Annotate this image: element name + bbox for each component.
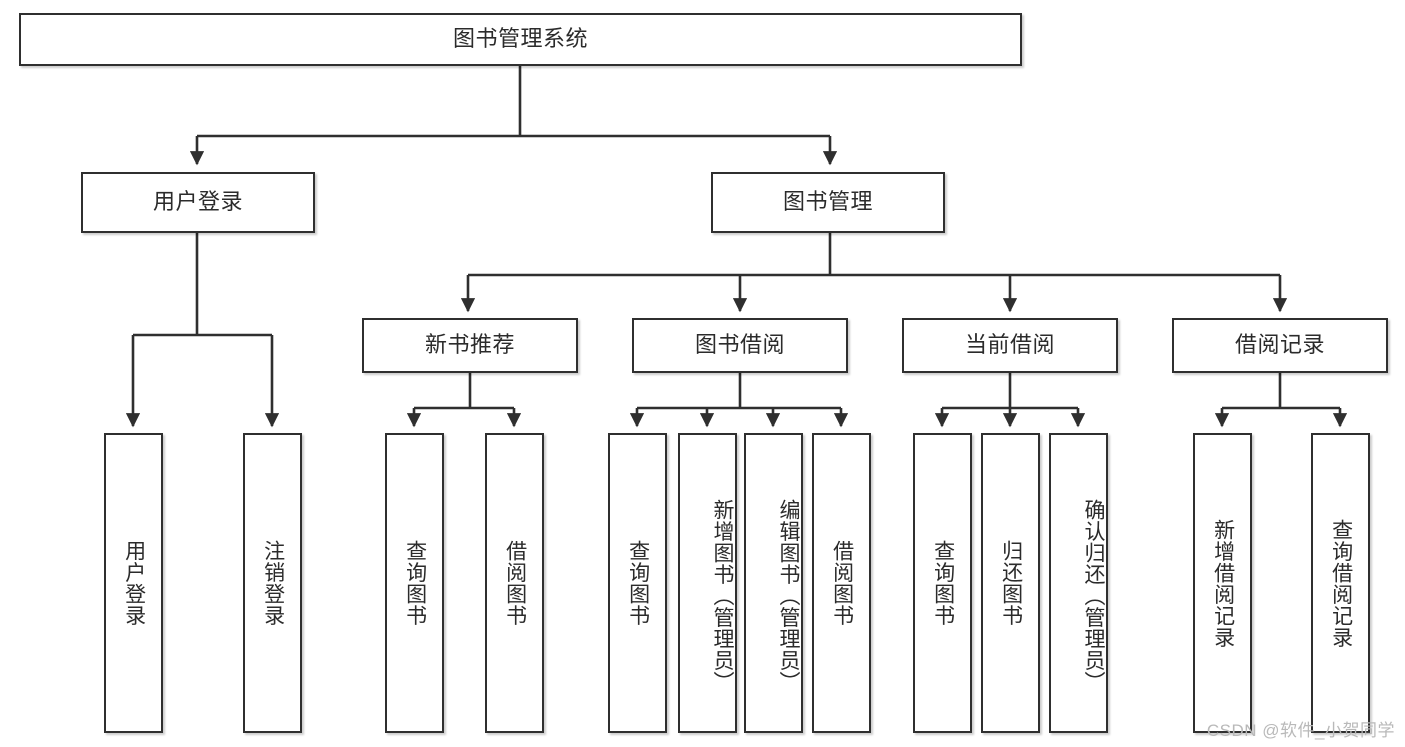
- node-label: 图书借阅: [694, 332, 785, 358]
- leaf-query-borrow-record[interactable]: 查询借阅记录: [1311, 433, 1370, 733]
- leaf-user-login[interactable]: 用户登录: [104, 433, 163, 733]
- node-label: 查询图书: [403, 540, 427, 626]
- node-label: 查询借阅记录: [1329, 518, 1353, 648]
- node-label: 确认归还（管理员）: [1082, 499, 1105, 693]
- node-label: 用户登录: [122, 540, 146, 626]
- node-label: 图书管理系统: [452, 26, 588, 52]
- node-label: 查询图书: [931, 540, 955, 626]
- leaf-query-book-current[interactable]: 查询图书: [913, 433, 972, 733]
- leaf-query-book-borrow[interactable]: 查询图书: [608, 433, 667, 733]
- leaf-confirm-return-admin[interactable]: 确认归还（管理员）: [1049, 433, 1108, 733]
- node-borrow-record[interactable]: 借阅记录: [1172, 318, 1388, 373]
- node-label: 新增借阅记录: [1211, 518, 1235, 648]
- leaf-edit-book-admin[interactable]: 编辑图书（管理员）: [744, 433, 803, 733]
- node-label: 新书推荐: [424, 332, 515, 358]
- node-label: 新增图书（管理员）: [711, 499, 734, 693]
- node-label: 注销登录: [261, 540, 285, 626]
- node-label: 借阅记录: [1234, 332, 1325, 358]
- leaf-return-book[interactable]: 归还图书: [981, 433, 1040, 733]
- node-label: 借阅图书: [503, 540, 527, 626]
- node-current-borrow[interactable]: 当前借阅: [902, 318, 1118, 373]
- node-user-login[interactable]: 用户登录: [81, 172, 315, 233]
- node-book-borrow[interactable]: 图书借阅: [632, 318, 848, 373]
- node-label: 用户登录: [152, 189, 243, 215]
- node-label: 查询图书: [626, 540, 650, 626]
- node-label: 编辑图书（管理员）: [777, 499, 800, 693]
- leaf-query-book-recommend[interactable]: 查询图书: [385, 433, 444, 733]
- node-label: 图书管理: [782, 189, 873, 215]
- leaf-borrow-book-recommend[interactable]: 借阅图书: [485, 433, 544, 733]
- node-new-book-recommend[interactable]: 新书推荐: [362, 318, 578, 373]
- csdn-watermark: CSDN @软件_小贺同学: [1206, 721, 1395, 740]
- node-label: 当前借阅: [964, 332, 1055, 358]
- leaf-user-logout[interactable]: 注销登录: [243, 433, 302, 733]
- node-label: 归还图书: [999, 540, 1023, 626]
- leaf-add-borrow-record[interactable]: 新增借阅记录: [1193, 433, 1252, 733]
- node-label: 借阅图书: [830, 540, 854, 626]
- leaf-add-book-admin[interactable]: 新增图书（管理员）: [678, 433, 737, 733]
- leaf-borrow-book[interactable]: 借阅图书: [812, 433, 871, 733]
- node-book-management[interactable]: 图书管理: [711, 172, 945, 233]
- node-root-system[interactable]: 图书管理系统: [19, 13, 1022, 66]
